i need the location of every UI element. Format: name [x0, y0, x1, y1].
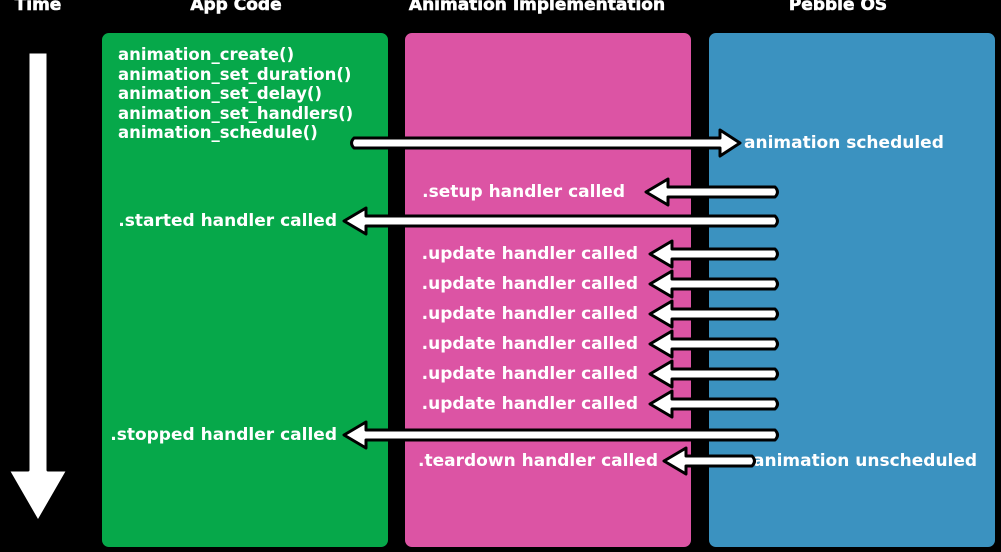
- message-label-update-handler-called-2: .update handler called: [421, 274, 638, 294]
- column-title-app-code: App Code: [190, 0, 282, 15]
- time-down-arrow: [6, 50, 70, 524]
- column-title-animation-implementation: Animation Implementation: [408, 0, 666, 15]
- lane-app-code: [100, 31, 390, 549]
- lane-animation-implementation: [403, 31, 693, 549]
- message-label-teardown-handler-called: .teardown handler called: [418, 451, 658, 471]
- message-label-animation-scheduled: animation scheduled: [744, 133, 944, 153]
- message-label-started-handler-called: .started handler called: [118, 211, 337, 231]
- message-label-stopped-handler-called: .stopped handler called: [110, 425, 337, 445]
- message-label-update-handler-called-6: .update handler called: [421, 394, 638, 414]
- message-label-update-handler-called-5: .update handler called: [421, 364, 638, 384]
- message-label-update-handler-called-4: .update handler called: [421, 334, 638, 354]
- column-title-pebble-os: Pebble OS: [788, 0, 888, 15]
- message-label-update-handler-called-1: .update handler called: [421, 244, 638, 264]
- message-label-setup-handler-called: .setup handler called: [422, 182, 625, 202]
- message-label-animation-unscheduled: animation unscheduled: [753, 451, 978, 471]
- app-code-call-list: animation_create() animation_set_duratio…: [118, 45, 354, 143]
- lane-pebble-os: [707, 31, 997, 549]
- message-label-update-handler-called-3: .update handler called: [421, 304, 638, 324]
- column-title-time: Time: [14, 0, 62, 15]
